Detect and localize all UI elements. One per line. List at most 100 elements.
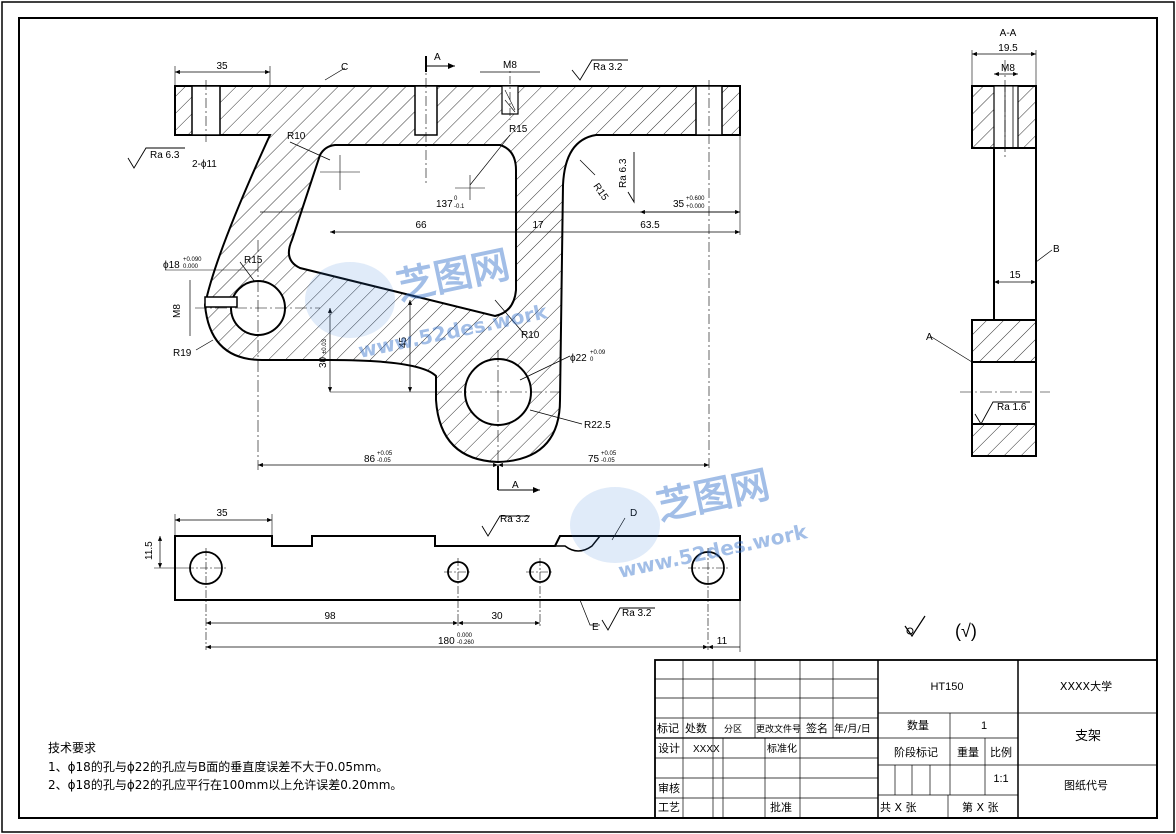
roughness-note: (√) <box>904 615 977 641</box>
dim-r10-bottom: R10 <box>521 330 540 341</box>
col-sign: 签名 <box>806 721 828 735</box>
col-change: 更改文件号 <box>756 723 801 735</box>
dim-98: 98 <box>324 611 336 622</box>
side-view <box>929 50 1053 457</box>
label-e: E <box>592 622 599 633</box>
dim-86-tol2: -0.05 <box>377 458 391 464</box>
side-bore <box>971 361 1037 425</box>
dim-phi18-tol2: 0.000 <box>183 264 199 270</box>
tech-req-title: 技术要求 <box>48 741 96 755</box>
dim-19-5: 19.5 <box>998 43 1018 54</box>
sheet-number: 第 X 张 <box>962 800 999 814</box>
dim-15: 15 <box>1009 270 1021 281</box>
dim-137-tol2: -0.1 <box>454 204 465 210</box>
review-label: 审核 <box>658 781 680 795</box>
dim-45: 45 <box>398 336 409 348</box>
dim-75: 75 <box>588 454 600 465</box>
dim-63-5: 63.5 <box>640 220 660 231</box>
dim-phi22-tol2: 0 <box>590 357 594 363</box>
ra-left: Ra 6.3 <box>150 150 180 161</box>
dim-m8-left: M8 <box>172 304 183 318</box>
top-view <box>154 514 741 652</box>
scale-label: 比例 <box>990 745 1012 759</box>
dim-66: 66 <box>415 220 427 231</box>
top-ra-3-2: Ra 3.2 <box>500 514 530 525</box>
dim-137: 137 <box>436 199 453 210</box>
dim-137-tol: 0 <box>454 196 458 202</box>
scale-value: 1:1 <box>993 773 1008 785</box>
dim-r22-5: R22.5 <box>584 420 611 431</box>
process-label: 工艺 <box>658 801 680 814</box>
roughness-note-text: (√) <box>955 621 977 641</box>
dim-r15-mid: R15 <box>509 124 528 135</box>
dim-35-right-tol1: +0.600 <box>686 196 705 202</box>
tech-req-item-2: 2、ϕ18的孔与ϕ22的孔应平行在100mm以上允许误差0.20mm。 <box>48 777 402 792</box>
dim-r19: R19 <box>173 348 192 359</box>
dim-r10-left: R10 <box>287 131 306 142</box>
label-c: C <box>341 62 348 73</box>
approve-label: 批准 <box>770 800 792 814</box>
ra-1-6: Ra 1.6 <box>997 402 1027 413</box>
part-name: 支架 <box>1075 729 1101 744</box>
section-label: A-A <box>1000 28 1017 39</box>
dim-35-right-tol2: +0.000 <box>686 204 705 210</box>
tech-req-item-1: 1、ϕ18的孔与ϕ22的孔应与B面的垂直度误差不大于0.05mm。 <box>48 759 388 774</box>
qty-label: 数量 <box>907 719 929 732</box>
dim-phi18: ϕ18 <box>163 260 180 271</box>
watermark-cn-2: 芝图网 <box>653 462 774 529</box>
dim-30-tol: ±0.03 <box>322 338 328 354</box>
dim-m8-top: M8 <box>503 60 517 71</box>
ra-top: Ra 3.2 <box>593 62 623 73</box>
dim-180-tol2: -0.260 <box>457 640 475 646</box>
dim-180: 180 <box>438 636 455 647</box>
material: HT150 <box>930 681 963 693</box>
col-mark: 标记 <box>657 721 679 735</box>
school-name: XXXX大学 <box>1060 679 1112 693</box>
col-zone: 分区 <box>724 724 742 735</box>
col-count: 处数 <box>685 722 707 735</box>
label-b: B <box>1053 244 1060 255</box>
top-dim-35: 35 <box>216 508 228 519</box>
standard-label: 标准化 <box>767 742 797 755</box>
m8-left-slot <box>204 296 238 308</box>
weight-label: 重量 <box>957 745 979 759</box>
top-ra-3-2-b: Ra 3.2 <box>622 608 652 619</box>
drawing-code: 图纸代号 <box>1064 779 1108 792</box>
dim-180-tol1: 0.000 <box>457 633 473 639</box>
side-label-a: A <box>926 332 933 343</box>
dim-75-tol2: -0.05 <box>601 458 615 464</box>
front-view <box>127 56 741 493</box>
dim-11: 11 <box>717 636 728 647</box>
side-boss-top <box>971 319 1037 363</box>
title-block <box>654 659 1158 819</box>
design-label: 设计 <box>658 742 680 755</box>
dim-phi22-tol: +0.09 <box>590 350 606 356</box>
dim-17: 17 <box>532 220 544 231</box>
side-web <box>993 147 1037 321</box>
dim-35-top: 35 <box>216 61 228 72</box>
side-dim-m8: M8 <box>1001 63 1015 74</box>
dim-phi22: ϕ22 <box>570 353 587 364</box>
col-date: 年/月/日 <box>834 722 871 735</box>
side-boss-bottom <box>971 423 1037 457</box>
dim-r15-right: R15 <box>591 181 611 203</box>
dim-75-tol1: +0.05 <box>601 451 617 457</box>
top-dim-30: 30 <box>491 611 503 622</box>
dim-2-phi11: 2-ϕ11 <box>192 159 217 170</box>
dim-phi18-tol1: +0.090 <box>183 257 202 263</box>
inner-frame <box>18 17 1158 819</box>
dim-86-tol1: +0.05 <box>377 451 393 457</box>
dim-30: 30 <box>318 356 329 368</box>
label-a-bottom: A <box>512 480 519 491</box>
sheet-total: 共 X 张 <box>880 801 917 814</box>
ra-right: Ra 6.3 <box>618 158 629 188</box>
qty-value: 1 <box>981 720 987 732</box>
designer: XXXX <box>693 744 720 755</box>
dim-11-5: 11.5 <box>144 541 155 560</box>
label-d: D <box>630 508 637 519</box>
dim-35-right: 35 <box>673 199 685 210</box>
dim-86: 86 <box>364 454 376 465</box>
label-a-top: A <box>434 52 441 63</box>
